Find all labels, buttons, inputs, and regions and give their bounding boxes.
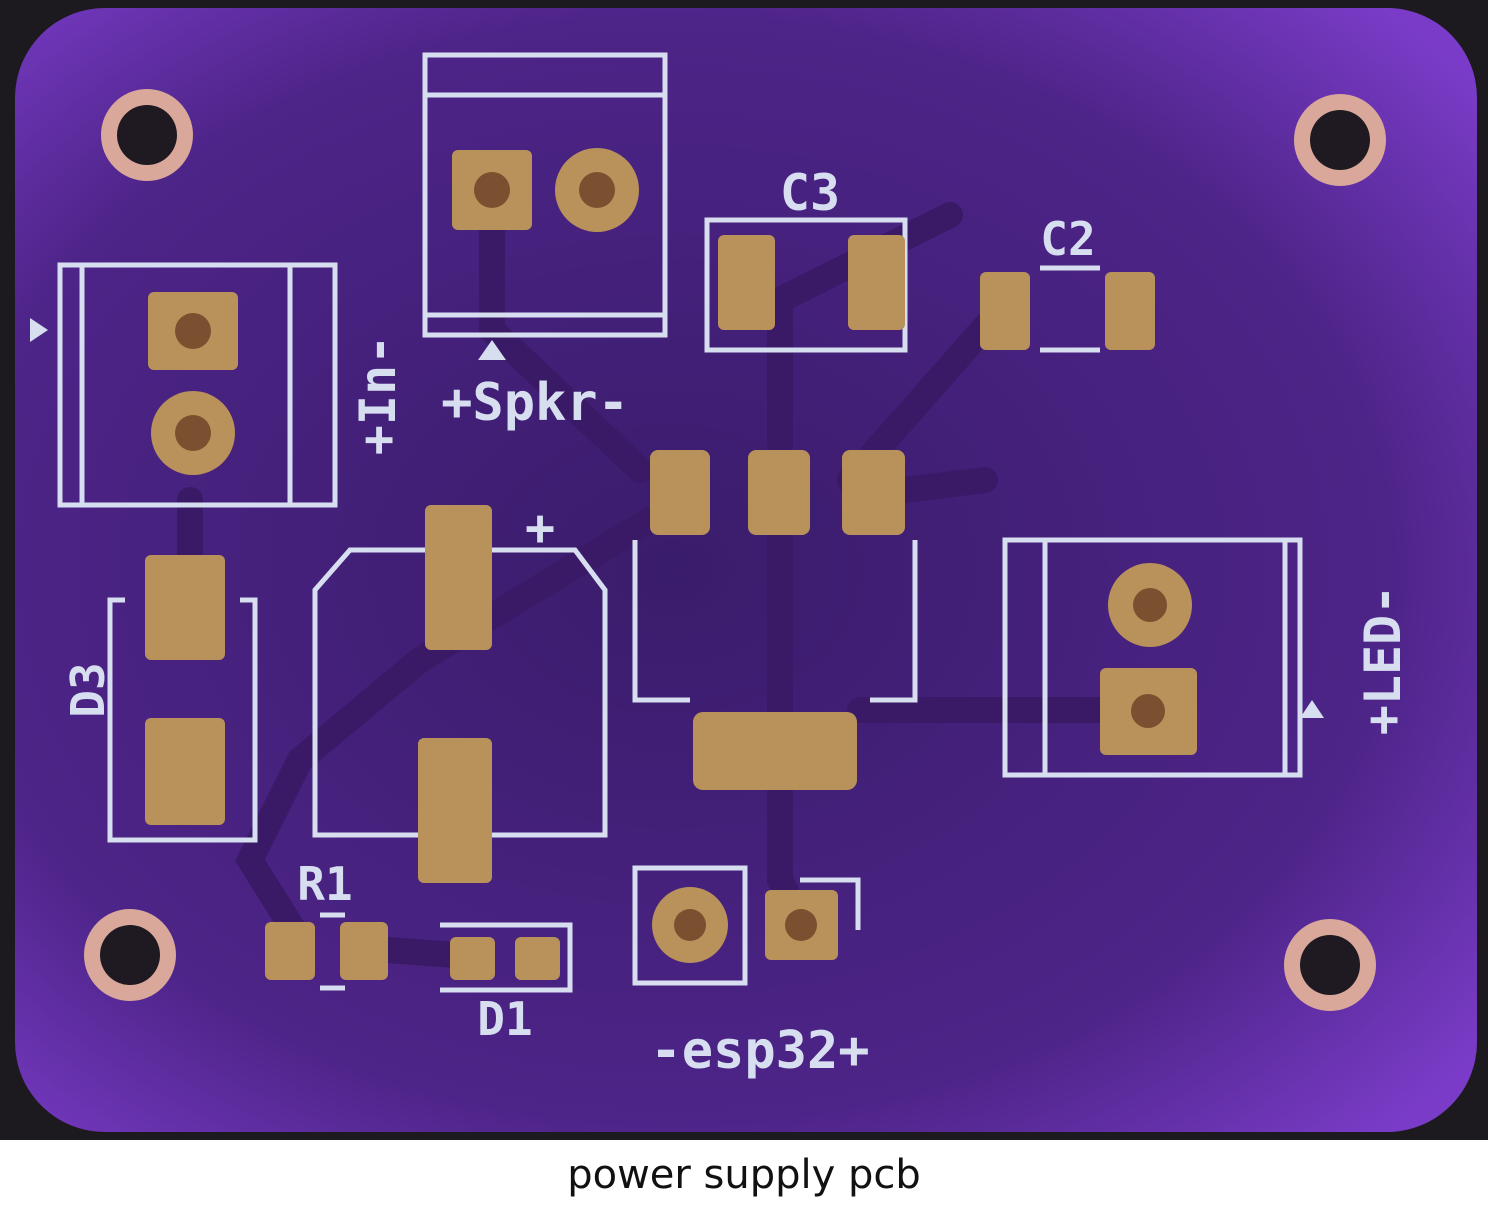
- pcb-photo: C3 C2 +Spkr- + +In- +LED- D3 R1 D1 -esp3…: [0, 0, 1488, 1140]
- mounting-holes: [84, 89, 1386, 1011]
- label-speaker: +Spkr-: [441, 373, 629, 433]
- pin1-markers: [30, 318, 1324, 718]
- label-led: +LED-: [1354, 585, 1412, 736]
- pads: [145, 148, 1197, 980]
- image-caption: power supply pcb: [567, 1152, 921, 1198]
- label-esp32: -esp32+: [650, 1021, 869, 1081]
- label-d3: D3: [61, 662, 115, 717]
- label-cap-plus: +: [525, 499, 555, 557]
- label-input: +In-: [349, 335, 407, 455]
- label-c2: C2: [1040, 212, 1095, 266]
- label-d1: D1: [477, 992, 532, 1046]
- label-r1: R1: [297, 857, 352, 911]
- silkscreen-outlines: [57, 52, 1303, 993]
- label-c3: C3: [780, 164, 840, 222]
- traces: [177, 177, 1113, 968]
